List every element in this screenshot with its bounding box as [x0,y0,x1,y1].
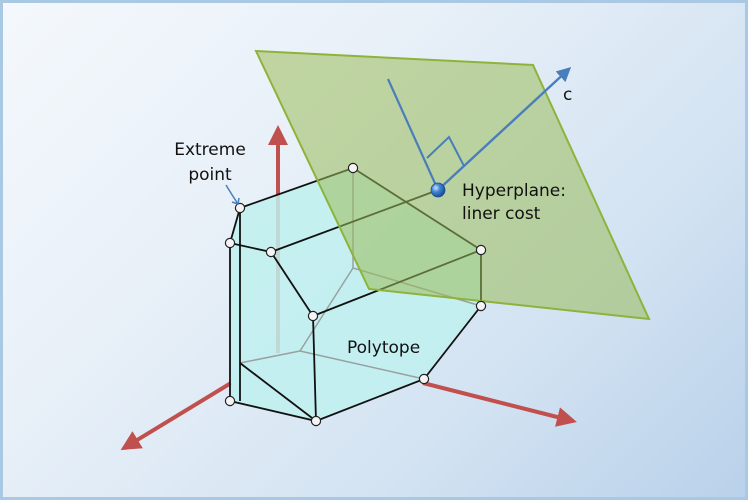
vertex [310,415,322,427]
extreme-point-label-line2: point [188,165,232,185]
vertex [307,310,319,322]
hyperplane-label-line2: liner cost [462,204,541,224]
cost-vector-label: c [563,85,572,105]
vertex [347,162,359,174]
vertices [224,162,487,427]
vertex [475,244,487,256]
cost-vector [386,67,572,191]
vertex [224,237,236,249]
vertex [234,202,246,214]
vertex [224,395,236,407]
cost-vector-arrow [437,67,572,191]
optimal-vertex [430,182,446,198]
vertex [418,373,430,385]
extreme-point-pointer [225,184,239,205]
vertex [475,300,487,312]
vertex [265,246,277,258]
x-axis [120,381,233,451]
y-axis [422,381,577,427]
normal-line [386,78,440,191]
extreme-point-pointer-head [231,197,240,205]
lp-geometry-diagram: Extreme point Hyperplane: liner cost c P… [120,49,651,451]
hyperplane [254,49,651,321]
polytope-label: Polytope [347,338,420,358]
right-angle-marker [426,135,465,167]
hyperplane-label-line1: Hyperplane: [462,181,566,201]
extreme-point-label-line1: Extreme [174,140,246,160]
